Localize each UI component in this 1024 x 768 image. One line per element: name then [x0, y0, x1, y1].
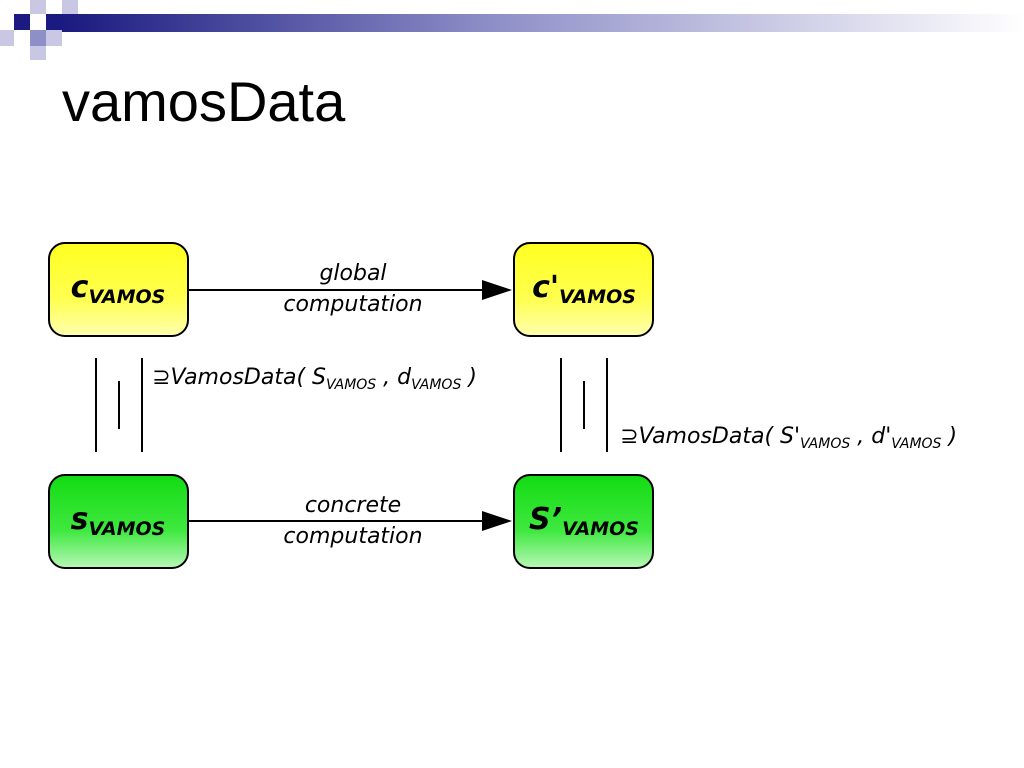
header-gradient-bar — [62, 14, 1024, 32]
edge-bottom-arrowhead — [482, 511, 512, 531]
node-s-prime-sub: VAMOS — [562, 518, 639, 540]
node-c-text: cVAMOS — [71, 270, 166, 308]
header-square — [46, 14, 62, 30]
node-s-prime-main: S’ — [529, 502, 562, 537]
relation-left-sub1: VAMOS — [326, 377, 376, 393]
node-c-prime-box — [513, 242, 654, 337]
relation-left-prefix: VamosData( S — [170, 365, 326, 390]
node-s-main: s — [71, 502, 89, 537]
relation-right-label: ⊇VamosData( S'VAMOS , d'VAMOS ) — [620, 424, 957, 452]
header-band — [0, 0, 1024, 60]
node-s-prime-text: S’VAMOS — [529, 502, 639, 540]
edge-bottom-label-1: concrete — [305, 493, 401, 518]
node-s-vamos: sVAMOS — [48, 474, 189, 569]
edge-top-label-1: global — [319, 261, 386, 286]
node-s-prime-vamos: S’VAMOS — [513, 474, 654, 569]
node-c-prime-sub: VAMOS — [559, 286, 636, 308]
relation-left-bars — [95, 358, 143, 452]
relation-right-suffix: ) — [941, 424, 957, 449]
superset-symbol-icon: ⊇ — [152, 365, 170, 390]
header-square — [46, 30, 62, 46]
node-s-text: sVAMOS — [71, 502, 166, 540]
header-square — [30, 46, 46, 60]
relation-right-sub2: VAMOS — [891, 436, 941, 452]
superset-symbol-icon: ⊇ — [620, 424, 638, 449]
relation-left-mid: , d — [376, 365, 412, 390]
node-s-prime-box — [513, 474, 654, 569]
node-c-prime-text: c'VAMOS — [532, 270, 636, 308]
edge-global-computation: global computation — [188, 261, 512, 317]
node-c-prime-main: c' — [532, 270, 559, 305]
header-square — [30, 0, 46, 14]
relation-right-mid: , d' — [850, 424, 891, 449]
header-square — [62, 0, 78, 14]
header-square — [0, 30, 14, 46]
edge-concrete-computation: concrete computation — [188, 493, 512, 549]
node-c-main: c — [71, 270, 89, 305]
relation-right-bars — [560, 358, 608, 452]
edge-top-arrowhead — [482, 280, 512, 300]
page-title: vamosData — [62, 70, 346, 133]
relation-left-label: ⊇VamosData( SVAMOS , dVAMOS ) — [152, 365, 477, 393]
relation-left-suffix: ) — [461, 365, 477, 390]
node-c-prime-vamos: c'VAMOS — [513, 242, 654, 337]
node-c-sub: VAMOS — [88, 286, 165, 308]
edge-top-label-2: computation — [283, 292, 422, 317]
header-square — [14, 14, 30, 30]
relation-right-prefix: VamosData( S' — [638, 424, 800, 449]
node-c-vamos: cVAMOS — [48, 242, 189, 337]
relation-right-sub1: VAMOS — [800, 436, 850, 452]
edge-bottom-label-2: computation — [283, 524, 422, 549]
relation-left-sub2: VAMOS — [411, 377, 461, 393]
node-s-sub: VAMOS — [88, 518, 165, 540]
header-square — [30, 30, 46, 46]
